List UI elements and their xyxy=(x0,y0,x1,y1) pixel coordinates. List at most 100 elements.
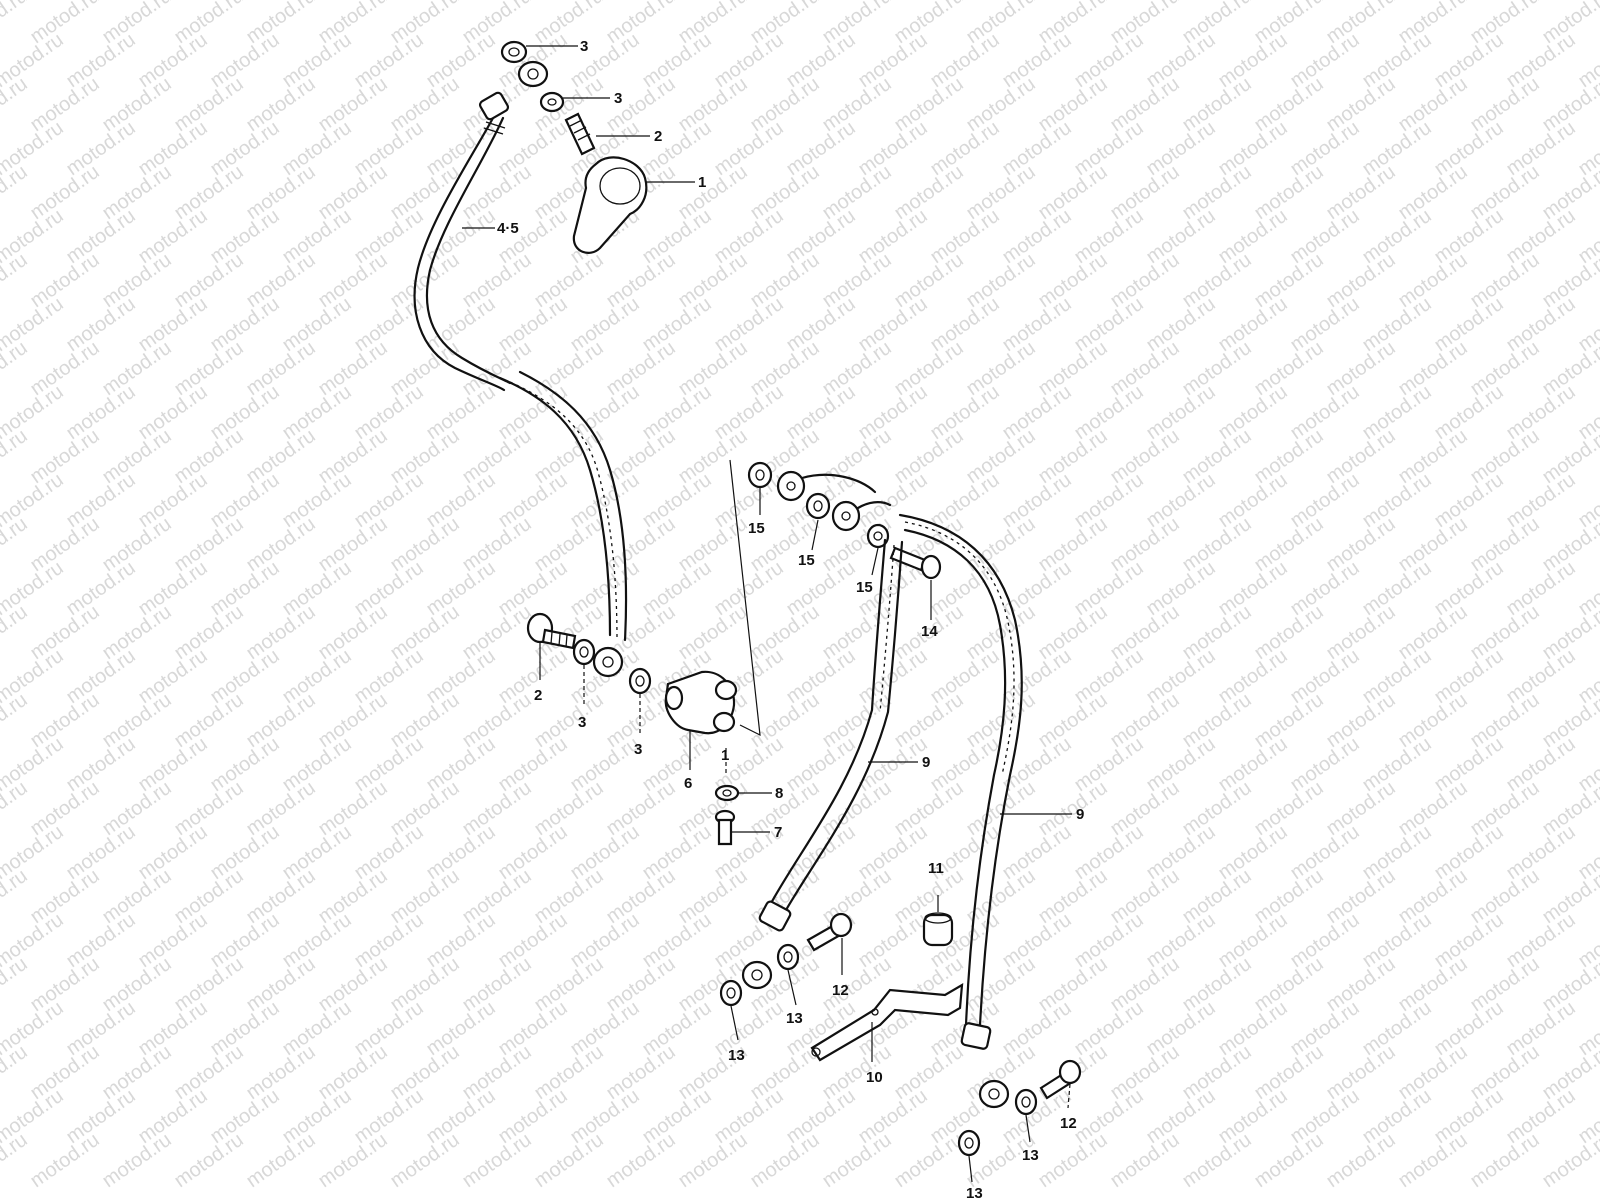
watermark-text: motod.ru xyxy=(62,29,139,92)
watermark-text: motod.ru xyxy=(890,337,967,400)
watermark-text: motod.ru xyxy=(170,953,247,1016)
watermark-text: motod.ru xyxy=(26,865,103,928)
watermark-text: motod.ru xyxy=(422,909,499,972)
watermark-text: motod.ru xyxy=(1034,337,1111,400)
watermark-text: motod.ru xyxy=(1106,337,1183,400)
watermark-text: motod.ru xyxy=(134,1085,211,1148)
watermark-text: motod.ru xyxy=(1178,689,1255,752)
watermark-text: motod.ru xyxy=(854,293,931,356)
watermark-text: motod.ru xyxy=(1430,205,1507,268)
callout-1-mid: 1 xyxy=(721,747,729,764)
watermark-text: motod.ru xyxy=(1214,1085,1291,1148)
watermark-text: motod.ru xyxy=(1502,1085,1579,1148)
watermark-text: motod.ru xyxy=(926,29,1003,92)
watermark-text: motod.ru xyxy=(1070,821,1147,884)
callout-8: 8 xyxy=(775,785,783,802)
watermark-text: motod.ru xyxy=(0,865,32,928)
watermark-text: motod.ru xyxy=(782,557,859,620)
watermark-text: motod.ru xyxy=(746,161,823,224)
watermark-text: motod.ru xyxy=(314,337,391,400)
watermark-text: motod.ru xyxy=(1178,777,1255,840)
watermark-text: motod.ru xyxy=(206,821,283,884)
watermark-text: motod.ru xyxy=(26,953,103,1016)
watermark-text: motod.ru xyxy=(494,469,571,532)
watermark-text: motod.ru xyxy=(1322,337,1399,400)
watermark-text: motod.ru xyxy=(782,1085,859,1148)
watermark-text: motod.ru xyxy=(1358,117,1435,180)
watermark-text: motod.ru xyxy=(1106,1041,1183,1104)
watermark-text: motod.ru xyxy=(1106,513,1183,576)
watermark-text: motod.ru xyxy=(458,953,535,1016)
watermark-text: motod.ru xyxy=(1106,249,1183,312)
watermark-text: motod.ru xyxy=(530,953,607,1016)
watermark-text: motod.ru xyxy=(242,865,319,928)
watermark-text: motod.ru xyxy=(1286,557,1363,620)
watermark-text: motod.ru xyxy=(1358,381,1435,444)
watermark-text: motod.ru xyxy=(998,117,1075,180)
watermark-text: motod.ru xyxy=(1358,293,1435,356)
callout-14: 14 xyxy=(921,623,938,640)
watermark-text: motod.ru xyxy=(1034,161,1111,224)
watermark-text: motod.ru xyxy=(62,645,139,708)
watermark-text: motod.ru xyxy=(206,645,283,708)
watermark-text: motod.ru xyxy=(278,469,355,532)
lower-fittings xyxy=(719,912,1082,1157)
watermark-text: motod.ru xyxy=(998,381,1075,444)
watermark-text: motod.ru xyxy=(710,1085,787,1148)
watermark-text: motod.ru xyxy=(1034,249,1111,312)
watermark-text: motod.ru xyxy=(674,601,751,664)
watermark-text: motod.ru xyxy=(566,469,643,532)
watermark-text: motod.ru xyxy=(638,997,715,1060)
watermark-text: motod.ru xyxy=(314,689,391,752)
watermark-text: motod.ru xyxy=(1430,381,1507,444)
watermark-text: motod.ru xyxy=(62,733,139,796)
watermark-text: motod.ru xyxy=(1430,117,1507,180)
watermark-text: motod.ru xyxy=(1250,865,1327,928)
watermark-text: motod.ru xyxy=(350,997,427,1060)
watermark-text: motod.ru xyxy=(1034,865,1111,928)
watermark-text: motod.ru xyxy=(278,645,355,708)
watermark-text: motod.ru xyxy=(638,733,715,796)
watermark-text: motod.ru xyxy=(458,1041,535,1104)
watermark-text: motod.ru xyxy=(1574,0,1600,4)
watermark-text: motod.ru xyxy=(602,777,679,840)
watermark-text: motod.ru xyxy=(674,337,751,400)
watermark-text: motod.ru xyxy=(26,1041,103,1104)
watermark-text: motod.ru xyxy=(386,337,463,400)
watermark-text: motod.ru xyxy=(1142,1085,1219,1148)
watermark-text: motod.ru xyxy=(1430,997,1507,1060)
watermark-text: motod.ru xyxy=(746,601,823,664)
watermark-text: motod.ru xyxy=(530,425,607,488)
callout-9-left: 9 xyxy=(922,754,930,771)
watermark-text: motod.ru xyxy=(386,1041,463,1104)
watermark-text: motod.ru xyxy=(242,337,319,400)
watermark-text: motod.ru xyxy=(638,381,715,444)
watermark-text: motod.ru xyxy=(62,821,139,884)
watermark-text: motod.ru xyxy=(1466,337,1543,400)
watermark-text: motod.ru xyxy=(818,865,895,928)
watermark-text: motod.ru xyxy=(710,205,787,268)
watermark-text: motod.ru xyxy=(170,337,247,400)
watermark-text: motod.ru xyxy=(1142,205,1219,268)
watermark-text: motod.ru xyxy=(0,161,32,224)
watermark-text: motod.ru xyxy=(206,205,283,268)
watermark-text: motod.ru xyxy=(1106,161,1183,224)
watermark-text: motod.ru xyxy=(1214,997,1291,1060)
watermark-text: motod.ru xyxy=(1322,865,1399,928)
watermark-text: motod.ru xyxy=(638,205,715,268)
watermark-text: motod.ru xyxy=(98,1129,175,1192)
watermark-text: motod.ru xyxy=(1178,161,1255,224)
watermark-text: motod.ru xyxy=(1394,777,1471,840)
watermark-text: motod.ru xyxy=(26,161,103,224)
watermark-text: motod.ru xyxy=(1034,513,1111,576)
watermark-text: motod.ru xyxy=(710,293,787,356)
callout-3-second: 3 xyxy=(614,90,622,107)
watermark-text: motod.ru xyxy=(1106,425,1183,488)
watermark-text: motod.ru xyxy=(1322,73,1399,136)
watermark-text: motod.ru xyxy=(1286,645,1363,708)
watermark-text: motod.ru xyxy=(170,689,247,752)
watermark-text: motod.ru xyxy=(1250,601,1327,664)
watermark-text: motod.ru xyxy=(1502,997,1579,1060)
watermark-text: motod.ru xyxy=(854,469,931,532)
watermark-text: motod.ru xyxy=(1142,909,1219,972)
